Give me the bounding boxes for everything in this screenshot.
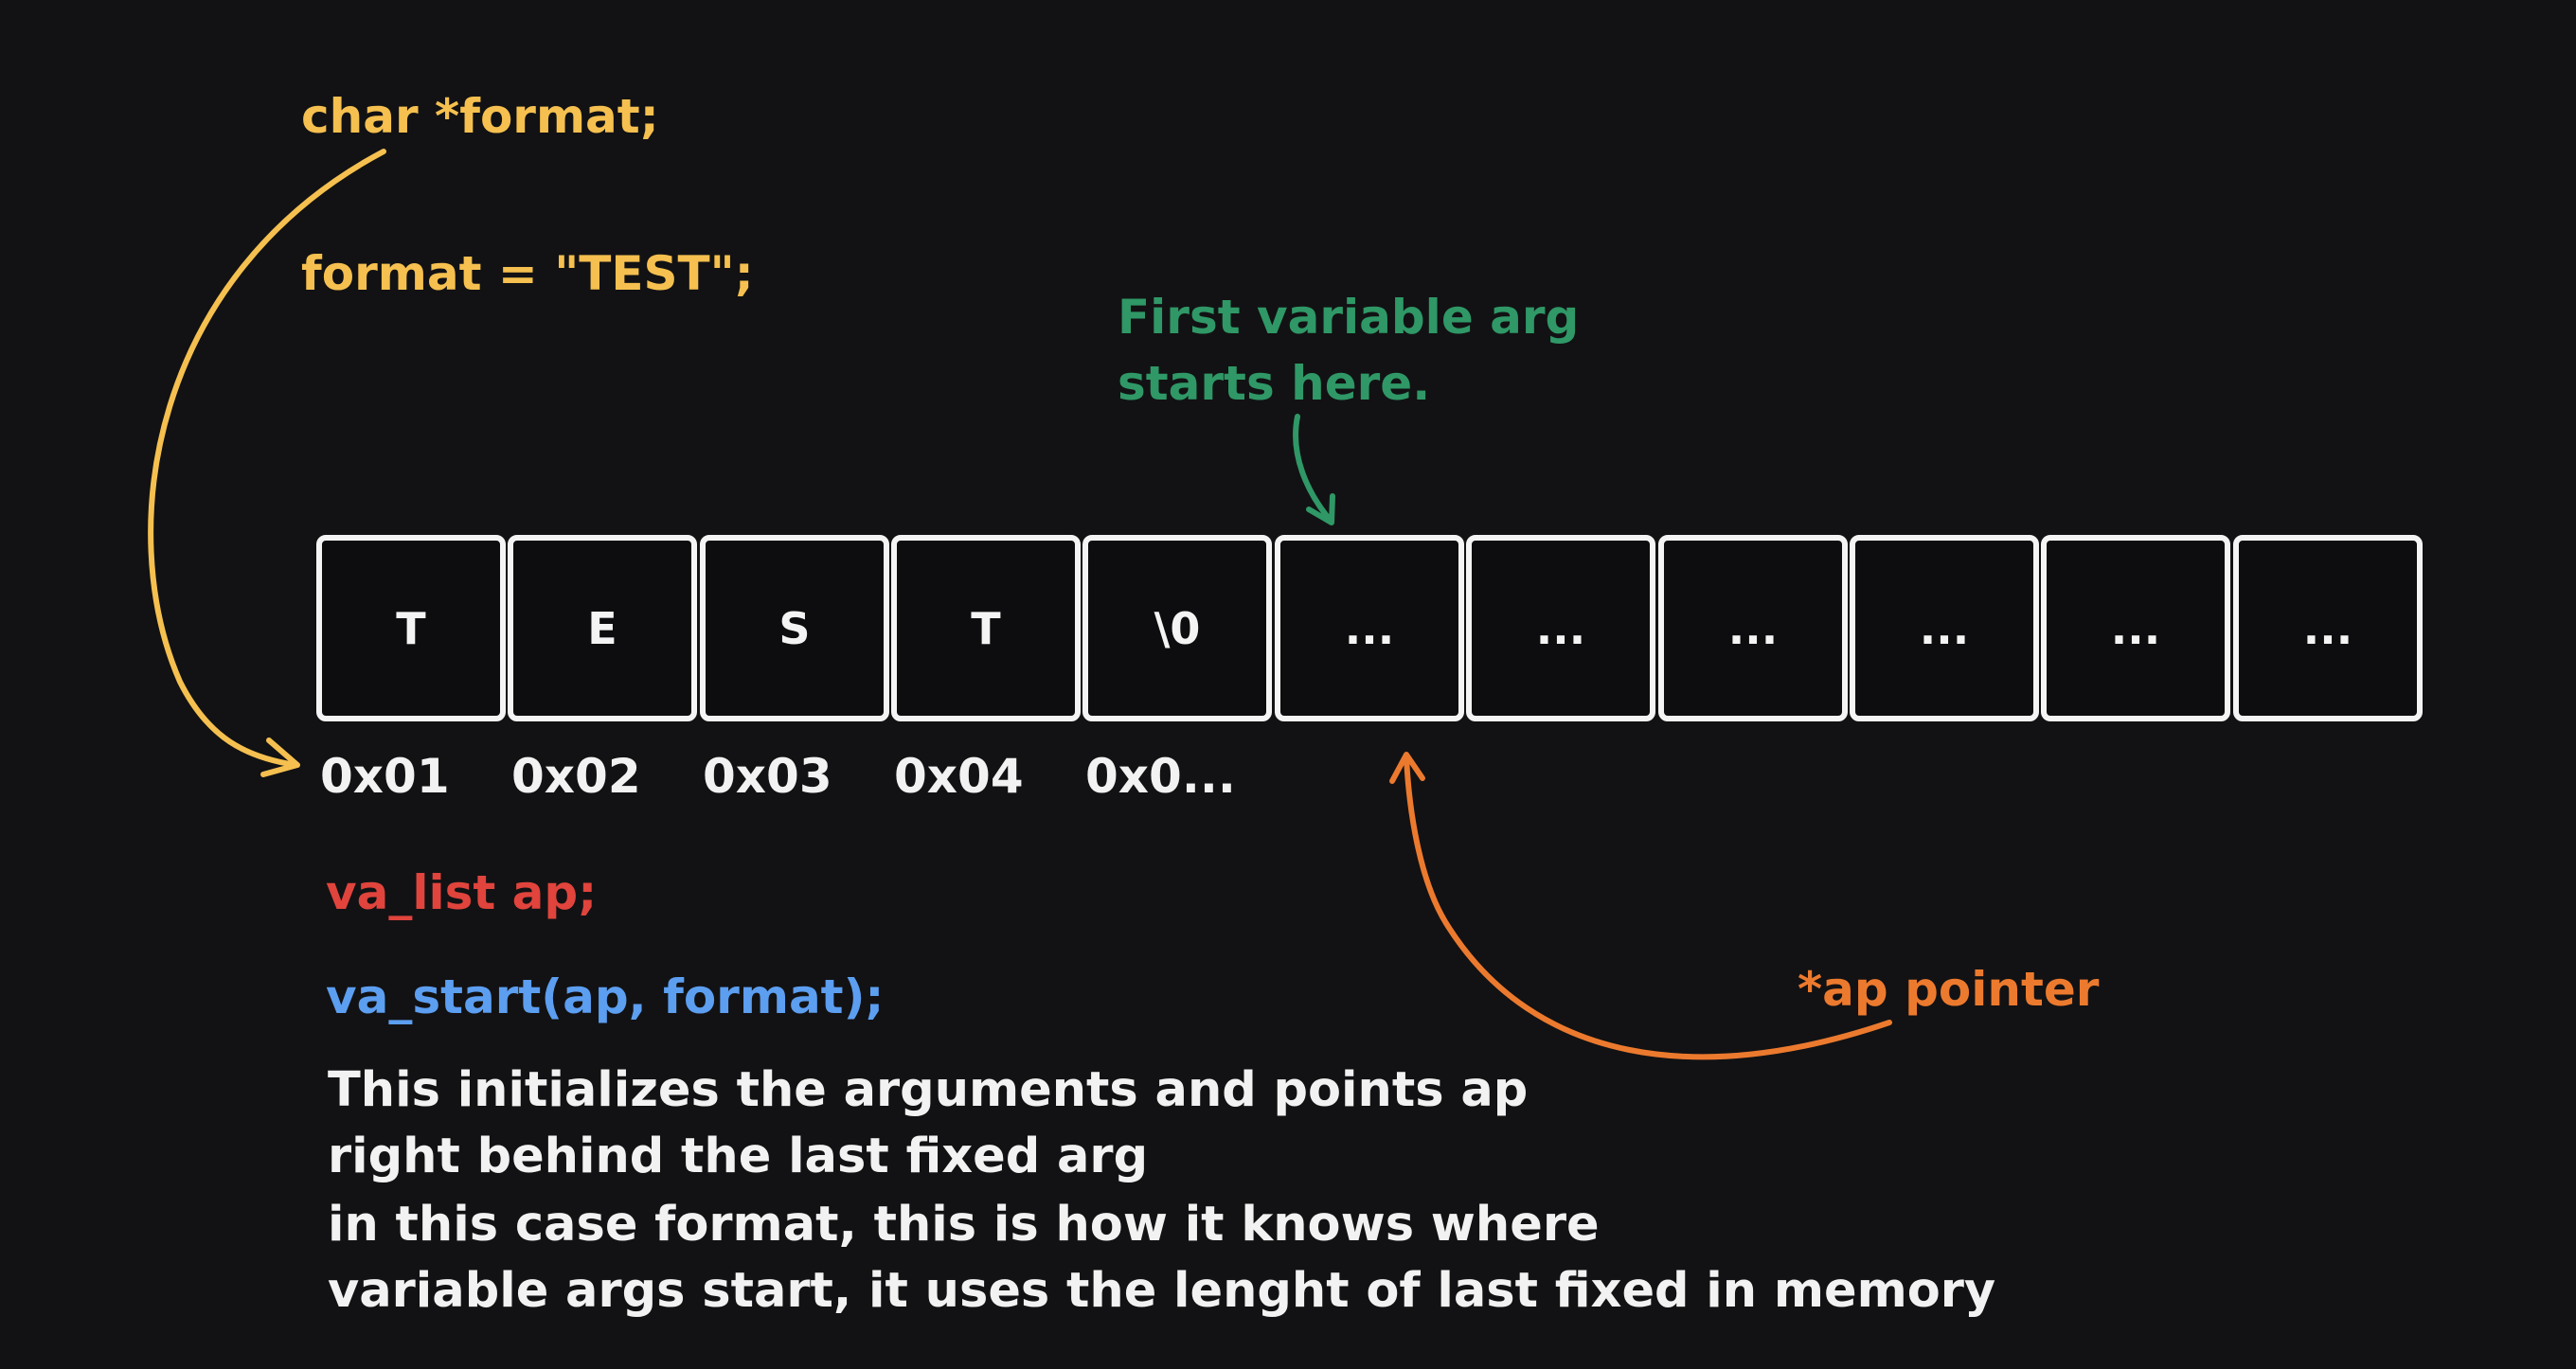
explanation-line: variable args start, it uses the lenght … bbox=[328, 1263, 1996, 1319]
address-label: 0x0... bbox=[1085, 749, 1236, 804]
format-declaration: char *format; bbox=[301, 89, 659, 144]
explanation-line: in this case format, this is how it know… bbox=[328, 1197, 1600, 1253]
memory-cell: ... bbox=[1466, 535, 1655, 721]
memory-cell: ... bbox=[1658, 535, 1848, 721]
first-arg-annotation-line1: First variable arg bbox=[1118, 290, 1580, 345]
format-pointer-arrow bbox=[148, 149, 386, 777]
first-variable-arg-arrow bbox=[1293, 414, 1335, 525]
va-start-call: va_start(ap, format); bbox=[326, 969, 885, 1024]
address-label: 0x03 bbox=[703, 749, 832, 804]
va-list-declaration: va_list ap; bbox=[326, 865, 598, 920]
address-label: 0x02 bbox=[511, 749, 641, 804]
memory-cell: S bbox=[700, 535, 889, 721]
memory-cell: ... bbox=[2233, 535, 2423, 721]
memory-cell: E bbox=[508, 535, 697, 721]
memory-cell: ... bbox=[1275, 535, 1464, 721]
memory-cell: ... bbox=[2041, 535, 2230, 721]
ap-pointer-annotation: *ap pointer bbox=[1798, 962, 2100, 1017]
address-label: 0x01 bbox=[320, 749, 450, 804]
ap-pointer-arrow bbox=[1389, 752, 1892, 1060]
first-arg-annotation-line2: starts here. bbox=[1118, 356, 1431, 411]
explanation-line: This initializes the arguments and point… bbox=[328, 1062, 1529, 1118]
address-label: 0x04 bbox=[894, 749, 1024, 804]
memory-cell: \0 bbox=[1082, 535, 1272, 721]
memory-cell: T bbox=[316, 535, 506, 721]
format-assignment: format = "TEST"; bbox=[301, 246, 754, 301]
memory-cell: T bbox=[891, 535, 1081, 721]
explanation-line: right behind the last fixed arg bbox=[328, 1129, 1149, 1184]
memory-cell: ... bbox=[1850, 535, 2039, 721]
